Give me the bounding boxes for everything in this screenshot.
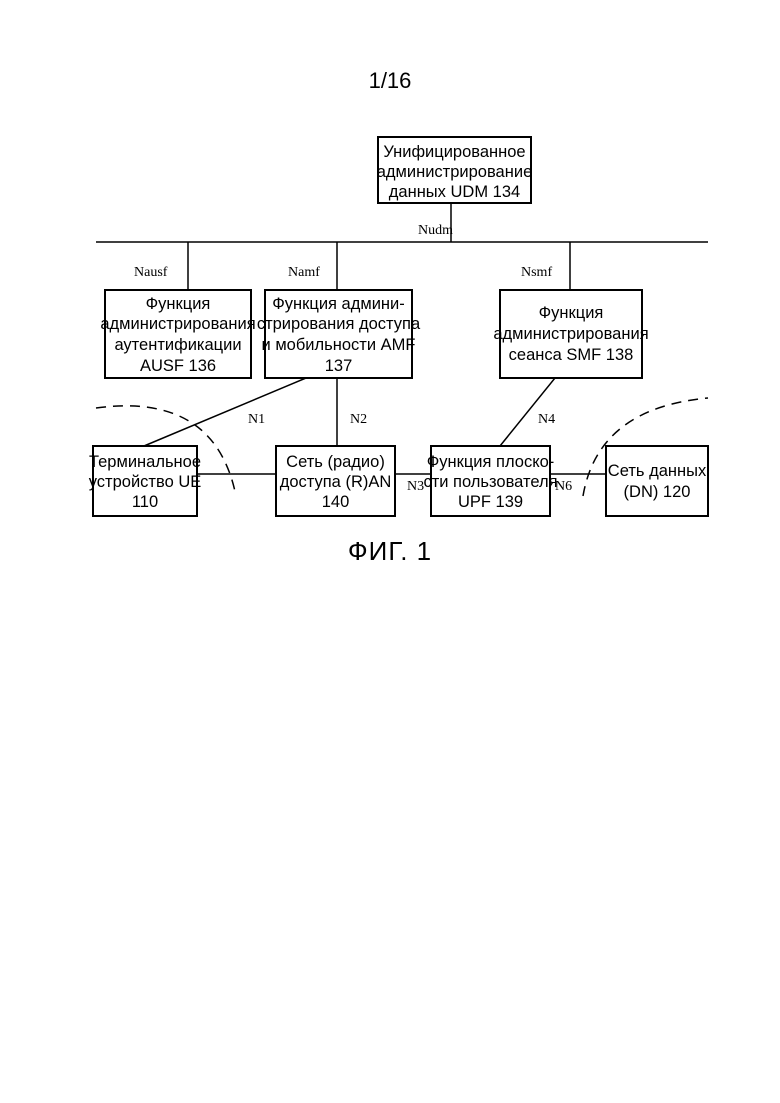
n3-label: N3 bbox=[407, 479, 424, 494]
upf-label-line-3: UPF 139 bbox=[458, 493, 523, 511]
udm-label-line-2: администрирование bbox=[377, 163, 533, 181]
smf-label-line-1: Функция bbox=[539, 304, 604, 322]
dn-label-line-2: (DN) 120 bbox=[624, 483, 691, 501]
smf-label-line-3: сеанса SMF 138 bbox=[509, 346, 634, 364]
n1-label: N1 bbox=[248, 412, 265, 427]
upf-label-line-2: сти пользователя bbox=[423, 473, 557, 491]
amf-label-line-4: 137 bbox=[325, 357, 353, 375]
udm-node: Унифицированное администрирование данных… bbox=[377, 137, 533, 203]
ue-label-line-1: Терминальное bbox=[89, 453, 201, 471]
ausf-node: Функция администрирования аутентификации… bbox=[100, 290, 255, 378]
upf-node: Функция плоско- сти пользователя UPF 139 bbox=[423, 446, 557, 516]
n2-label: N2 bbox=[350, 412, 367, 427]
ue-label-line-2: устройство UE bbox=[89, 473, 202, 491]
namf-label: Namf bbox=[288, 265, 320, 280]
ausf-label-line-2: администрирования bbox=[100, 315, 255, 333]
ran-label-line-1: Сеть (радио) bbox=[286, 453, 385, 471]
amf-label-line-2: стрирования доступа bbox=[257, 315, 421, 333]
ue-label-line-3: 110 bbox=[132, 493, 158, 511]
amf-label-line-1: Функция админи- bbox=[272, 295, 405, 313]
ue-node: Терминальное устройство UE 110 bbox=[89, 446, 202, 516]
ran-label-line-2: доступа (R)AN bbox=[280, 473, 392, 491]
n4-label: N4 bbox=[538, 412, 555, 427]
n6-label: N6 bbox=[555, 479, 572, 494]
udm-label-line-3: данных UDM 134 bbox=[389, 183, 520, 201]
smf-label-line-2: администрирования bbox=[493, 325, 648, 343]
nsmf-label: Nsmf bbox=[521, 265, 552, 280]
nausf-label: Nausf bbox=[134, 265, 168, 280]
ran-node: Сеть (радио) доступа (R)AN 140 bbox=[276, 446, 395, 516]
ausf-label-line-3: аутентификации bbox=[114, 336, 241, 354]
smf-node: Функция администрирования сеанса SMF 138 bbox=[493, 290, 648, 378]
figure-caption: ФИГ. 1 bbox=[0, 536, 780, 567]
udm-label-line-1: Унифицированное bbox=[383, 143, 525, 161]
ran-label-line-3: 140 bbox=[322, 493, 350, 511]
nudm-label: Nudm bbox=[418, 223, 453, 238]
amf-node: Функция админи- стрирования доступа и мо… bbox=[257, 290, 421, 378]
dn-label-line-1: Сеть данных bbox=[608, 462, 707, 480]
amf-label-line-3: и мобильности AMF bbox=[262, 336, 416, 354]
upf-label-line-1: Функция плоско- bbox=[427, 453, 555, 471]
ausf-label-line-1: Функция bbox=[146, 295, 211, 313]
dn-node: Сеть данных (DN) 120 bbox=[606, 446, 708, 516]
ausf-label-line-4: AUSF 136 bbox=[140, 357, 216, 375]
